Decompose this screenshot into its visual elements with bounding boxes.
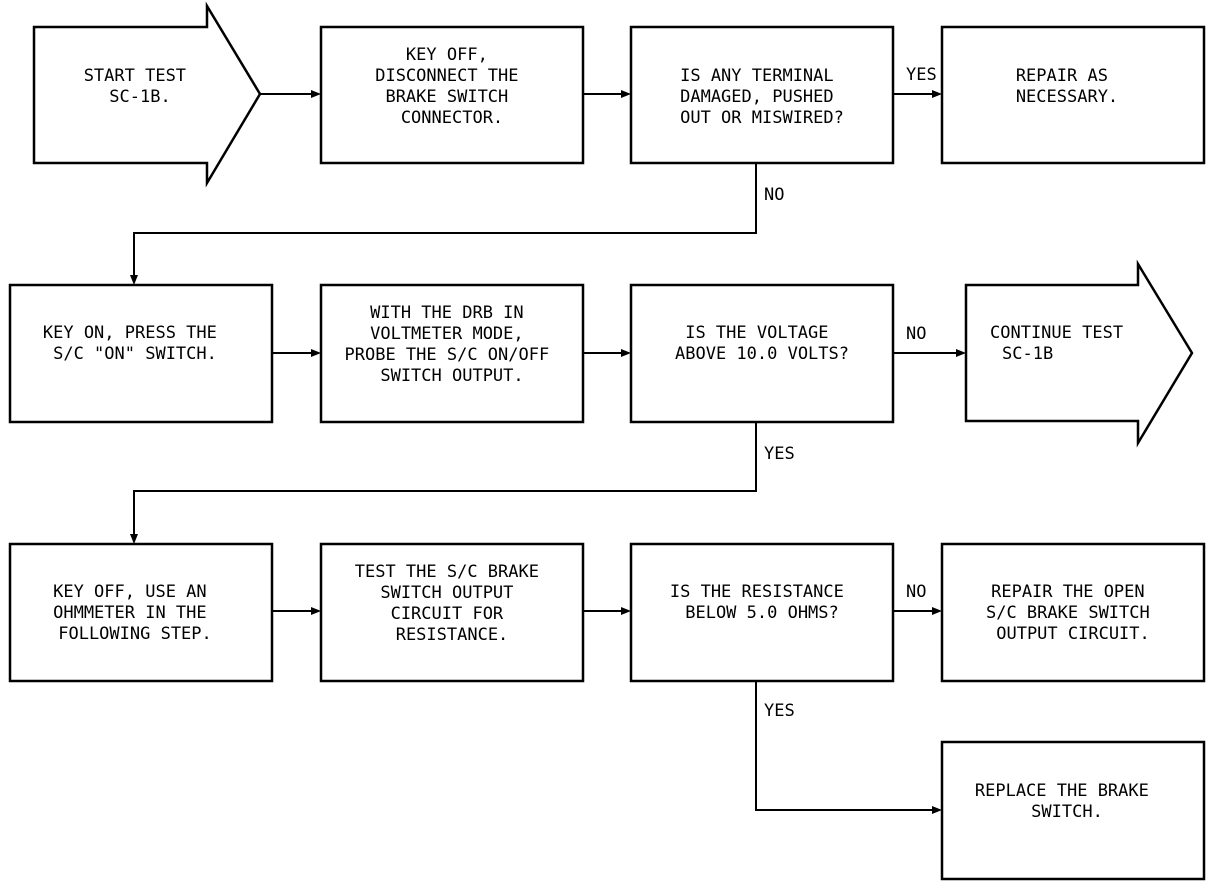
resistance-no-label: NO bbox=[906, 582, 926, 602]
test-brake-switch-box bbox=[319, 542, 585, 683]
key-off-disconnect-box bbox=[319, 25, 585, 165]
key-off-ohmmeter-text: KEY OFF, USE AN OHMMETER IN THE FOLLOWIN… bbox=[53, 582, 217, 644]
continue-test-text: CONTINUE TEST SC-1B bbox=[990, 323, 1133, 364]
voltage-no-label: NO bbox=[906, 324, 926, 344]
repair-as-necessary-text: REPAIR AS NECESSARY. bbox=[1016, 66, 1118, 107]
drb-voltmeter-box bbox=[319, 283, 585, 424]
test-brake-switch-text: TEST THE S/C BRAKE SWITCH OUTPUT CIRCUIT… bbox=[355, 562, 549, 645]
continue-test-arrow-shape bbox=[964, 259, 1194, 448]
resistance-below-decision-box bbox=[629, 542, 895, 683]
terminal-yes-label: YES bbox=[906, 65, 937, 85]
terminal-damaged-text: IS ANY TERMINAL DAMAGED, PUSHED OUT OR M… bbox=[680, 66, 844, 128]
voltage-above-decision-box bbox=[629, 283, 895, 424]
repair-as-necessary-box bbox=[940, 25, 1206, 165]
key-off-disconnect-text: KEY OFF, DISCONNECT THE BRAKE SWITCH CON… bbox=[375, 45, 529, 128]
drb-voltmeter-text: WITH THE DRB IN VOLTMETER MODE, PROBE TH… bbox=[345, 303, 560, 386]
replace-brake-switch-box bbox=[940, 740, 1206, 881]
start-test-text: START TEST SC-1B. bbox=[84, 66, 197, 107]
key-on-press-box bbox=[8, 283, 274, 424]
replace-brake-switch-text: REPLACE THE BRAKE SWITCH. bbox=[975, 781, 1159, 822]
start-test-arrow-shape bbox=[32, 1, 262, 188]
resistance-yes-label: YES bbox=[764, 701, 795, 721]
voltage-yes-label: YES bbox=[764, 444, 795, 464]
voltage-above-text: IS THE VOLTAGE ABOVE 10.0 VOLTS? bbox=[675, 323, 849, 364]
connectors bbox=[130, 90, 966, 814]
terminal-no-label: NO bbox=[764, 185, 784, 205]
key-on-press-text: KEY ON, PRESS THE S/C "ON" SWITCH. bbox=[43, 323, 227, 364]
resistance-below-text: IS THE RESISTANCE BELOW 5.0 OHMS? bbox=[670, 582, 854, 623]
key-off-ohmmeter-box bbox=[8, 542, 274, 683]
repair-open-circuit-box bbox=[940, 542, 1206, 683]
repair-open-circuit-text: REPAIR THE OPEN S/C BRAKE SWITCH OUTPUT … bbox=[986, 582, 1160, 644]
terminal-damaged-decision-box bbox=[629, 25, 895, 165]
